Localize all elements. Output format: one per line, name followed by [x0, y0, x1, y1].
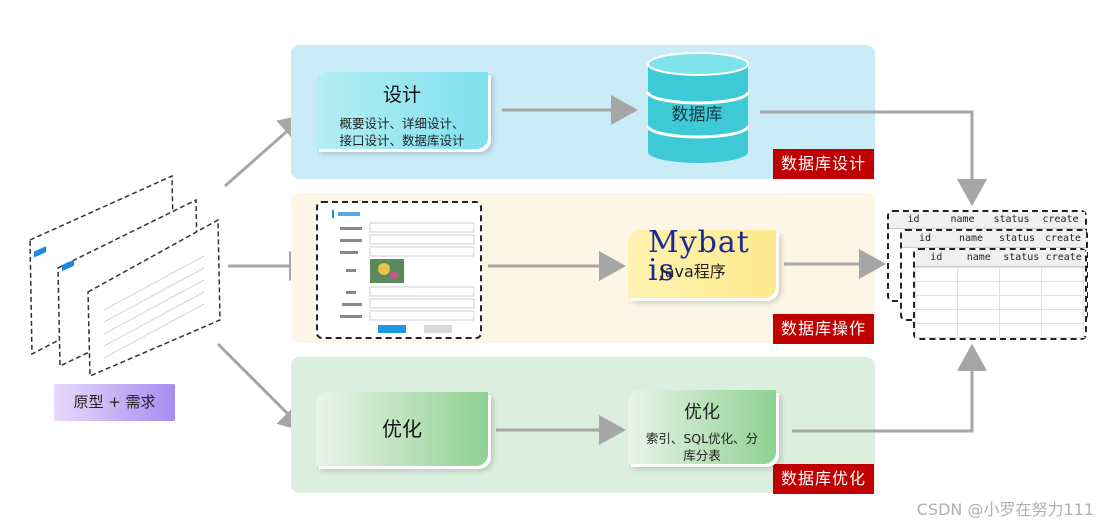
- table-front: id name status create: [913, 248, 1087, 340]
- optimization-card-subtitle-2: 库分表: [683, 448, 721, 463]
- tag-database-design: 数据库设计: [773, 149, 875, 179]
- watermark: CSDN @小罗在努力111: [916, 500, 1094, 519]
- database-label: 数据库: [671, 105, 723, 125]
- optimization-card-left: 优化: [316, 392, 488, 466]
- arrow-proto-to-opt: [216, 342, 307, 433]
- prototype-screenshots-stack: [29, 174, 221, 378]
- form-screenshot-thumbnail: [316, 201, 482, 339]
- table-grid: [915, 267, 1085, 338]
- design-card-subtitle-2: 接口设计、数据库设计: [339, 133, 465, 148]
- tag-database-optimization: 数据库优化: [773, 464, 875, 494]
- java-program-label: Java程序: [660, 262, 726, 281]
- database-cylinder-icon: [646, 52, 750, 163]
- tag-database-operation: 数据库操作: [773, 314, 875, 344]
- arrow-proto-to-design: [224, 114, 307, 188]
- prototype-requirements-box: 原型 + 需求: [54, 384, 175, 421]
- form-mockup-image: [332, 210, 475, 333]
- design-card-title: 设计: [382, 84, 421, 106]
- mybatis-overlay-text: Mybat is: [648, 225, 750, 288]
- optimization-card-subtitle-1: 索引、SQL优化、分: [645, 431, 759, 446]
- optimization-card-title: 优化: [684, 402, 720, 423]
- optimization-card-right: 优化 索引、SQL优化、分 库分表: [628, 390, 776, 464]
- design-card-subtitle-1: 概要设计、详细设计、: [339, 116, 465, 131]
- java-program-card: [628, 230, 776, 298]
- design-card: 设计 概要设计、详细设计、 接口设计、数据库设计: [316, 72, 488, 149]
